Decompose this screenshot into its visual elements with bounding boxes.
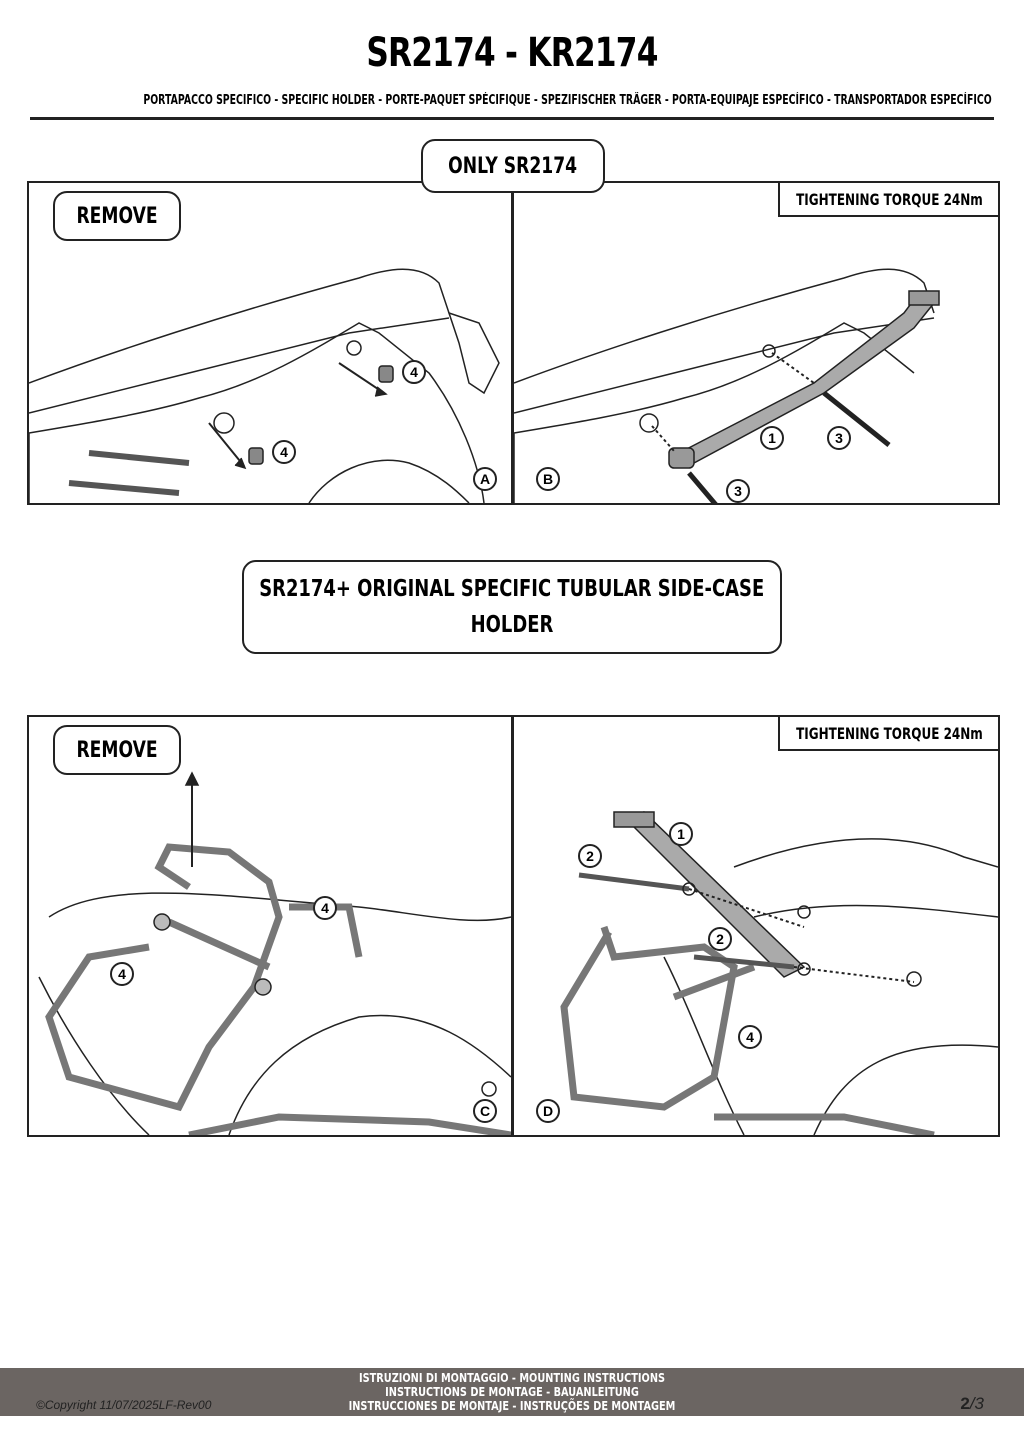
page-title: SR2174 - KR2174: [366, 30, 658, 76]
part-callout-4: 4: [110, 962, 134, 986]
part-callout-4: 4: [272, 440, 296, 464]
torque-spec: TIGHTENING TORQUE 24Nm: [778, 183, 998, 217]
part-callout-4: 4: [738, 1025, 762, 1049]
remove-label: REMOVE: [53, 725, 181, 775]
header-divider: [30, 117, 994, 120]
page-current: 2: [960, 1394, 970, 1413]
part-callout-4: 4: [313, 896, 337, 920]
footer-line-3: INSTRUCCIONES DE MONTAJE - INSTRUÇÕES DE…: [348, 1398, 676, 1413]
torque-spec: TIGHTENING TORQUE 24Nm: [778, 717, 998, 751]
page-subtitle: PORTAPACCO SPECIFICO - SPECIFIC HOLDER -…: [143, 93, 992, 108]
footer-band: ISTRUZIONI DI MONTAGGIO - MOUNTING INSTR…: [0, 1368, 1024, 1416]
panel-c: REMOVE 4 4 C: [27, 715, 513, 1137]
panel-b: TIGHTENING TORQUE 24Nm 1 3 3 B: [512, 181, 1000, 505]
step-label-a: A: [473, 467, 497, 491]
illustration-install-with-tubular-holder: [560, 811, 998, 1135]
part-callout-4: 4: [402, 360, 426, 384]
part-callout-1: 1: [760, 426, 784, 450]
section-label: SR2174+ ORIGINAL SPECIFIC TUBULAR SIDE-C…: [242, 560, 782, 654]
part-callout-1: 1: [669, 822, 693, 846]
step-label-c: C: [473, 1099, 497, 1123]
part-callout-3: 3: [726, 479, 750, 503]
remove-label: REMOVE: [53, 191, 181, 241]
illustration-remove-tubular-holder: [38, 771, 511, 1135]
step-label-d: D: [536, 1099, 560, 1123]
only-sr2174-label: ONLY SR2174: [421, 139, 605, 193]
illustration-install-holder: [514, 268, 940, 503]
copyright: ©Copyright 11/07/2025LF-Rev00: [36, 1398, 212, 1412]
page-total: /3: [969, 1394, 984, 1413]
part-callout-2: 2: [708, 927, 732, 951]
illustration-remove-bolts: [29, 268, 500, 503]
step-label-b: B: [536, 467, 560, 491]
page-number: 2/3: [960, 1394, 984, 1414]
footer-line-1: ISTRUZIONI DI MONTAGGIO - MOUNTING INSTR…: [358, 1370, 666, 1385]
panel-d: TIGHTENING TORQUE 24Nm 1 2 2 4 D: [512, 715, 1000, 1137]
panel-a: REMOVE 4 4 A: [27, 181, 513, 505]
part-callout-3: 3: [827, 426, 851, 450]
footer-line-2: INSTRUCTIONS DE MONTAGE - BAUANLEITUNG: [385, 1384, 639, 1399]
part-callout-2: 2: [578, 844, 602, 868]
